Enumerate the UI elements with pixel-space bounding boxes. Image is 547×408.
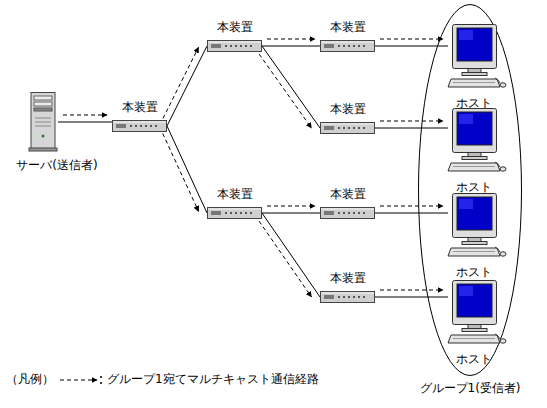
node-label: 本装置: [330, 102, 366, 116]
device-symbol: [320, 207, 375, 219]
device-node: 本装置: [320, 40, 375, 52]
multicast-path: [380, 121, 443, 122]
host-symbol: [448, 108, 504, 176]
cable-line: [375, 128, 448, 129]
device-symbol: [207, 207, 262, 219]
legend-heading: （凡例）: [6, 372, 54, 386]
node-label: 本装置: [217, 187, 253, 201]
node-label: グループ1(受信者): [420, 381, 521, 395]
device-symbol: [320, 40, 375, 52]
device-node: 本装置: [320, 122, 375, 134]
cable-line: [262, 213, 320, 214]
device-node: 本装置: [112, 120, 167, 132]
multicast-path: [380, 290, 443, 291]
cable-line: [167, 46, 207, 126]
multicast-path: [267, 206, 315, 207]
host-symbol: [448, 280, 504, 348]
multicast-path: [267, 39, 315, 40]
host-symbol: [448, 24, 504, 92]
node-label: 本装置: [330, 187, 366, 201]
server-symbol: [28, 92, 58, 152]
cable-line: [262, 213, 320, 297]
network-link: [163, 126, 207, 213]
node-label: ホスト: [456, 96, 492, 110]
node-label: 本装置: [217, 20, 253, 34]
network-link: [262, 39, 320, 46]
device-node: 本装置: [207, 40, 262, 52]
legend-text: グループ1宛てマルチキャスト通信経路: [107, 372, 319, 386]
network-link: [259, 213, 320, 297]
node-label: ホスト: [456, 352, 492, 366]
network-link: [163, 46, 207, 126]
node-label: 本装置: [122, 100, 158, 114]
cable-line: [262, 46, 320, 47]
cable-line: [262, 46, 320, 128]
network-link: [262, 206, 320, 213]
network-link: [375, 39, 448, 46]
cable-line: [58, 122, 112, 123]
cable-line: [375, 213, 448, 214]
server-node: サーバ(送信者): [28, 92, 58, 152]
device-node: 本装置: [320, 207, 375, 219]
device-symbol: [207, 40, 262, 52]
multicast-path: [63, 115, 107, 116]
node-label: サーバ(送信者): [16, 158, 97, 172]
network-link: [375, 290, 448, 297]
network-link: [375, 121, 448, 128]
host-symbol: [448, 193, 504, 261]
legend-sample: [60, 376, 102, 384]
node-label: ホスト: [456, 265, 492, 279]
device-symbol: [320, 291, 375, 303]
network-link: [58, 115, 112, 122]
host-node: ホスト: [448, 24, 504, 92]
host-node: ホスト: [448, 280, 504, 348]
multicast-path: [380, 39, 443, 40]
device-symbol: [320, 122, 375, 134]
network-link: [259, 46, 320, 128]
cable-line: [167, 126, 207, 213]
device-node: 本装置: [207, 207, 262, 219]
device-node: 本装置: [320, 291, 375, 303]
group-node: グループ1(受信者)ホストホストホストホスト: [418, 4, 522, 376]
host-node: ホスト: [448, 193, 504, 261]
network-link: [375, 206, 448, 213]
node-label: 本装置: [330, 271, 366, 285]
multicast-path: [259, 54, 311, 128]
node-label: ホスト: [456, 180, 492, 194]
multicast-path: [380, 206, 443, 207]
cable-line: [375, 297, 448, 298]
node-label: 本装置: [330, 20, 366, 34]
device-symbol: [112, 120, 167, 132]
multicast-path: [163, 133, 199, 211]
legend-item: グループ1宛てマルチキャスト通信経路: [107, 372, 319, 386]
multicast-path: [163, 47, 199, 118]
host-node: ホスト: [448, 108, 504, 176]
multicast-path: [259, 221, 311, 297]
